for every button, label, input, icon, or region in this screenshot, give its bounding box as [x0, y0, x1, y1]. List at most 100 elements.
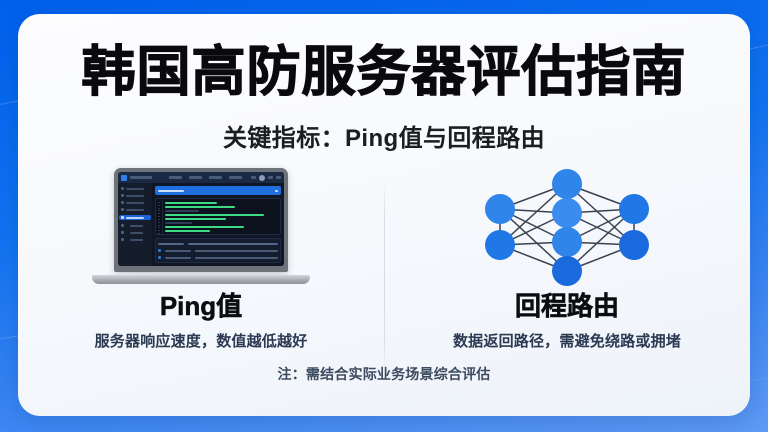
ping-visual [92, 166, 310, 288]
graph-edge [499, 208, 568, 272]
sidebar-item-icon [121, 238, 124, 241]
mock-app-main [152, 183, 284, 266]
app-action-icon[interactable] [251, 176, 256, 179]
console-code-line [165, 226, 245, 228]
mock-result-table [155, 238, 281, 263]
mock-sidebar-item[interactable] [121, 238, 149, 241]
mock-table-cell [158, 242, 184, 245]
sidebar-item-label [126, 216, 144, 219]
sidebar-item-label [126, 208, 144, 211]
graph-node [552, 169, 582, 199]
laptop-screen [118, 172, 284, 266]
mock-table-cell [195, 256, 278, 259]
avatar[interactable] [259, 174, 265, 181]
sidebar-item-label [126, 187, 144, 190]
app-brand-placeholder [130, 176, 152, 179]
app-action-icon[interactable] [268, 176, 273, 179]
app-tab[interactable] [209, 176, 222, 179]
console-code-line [165, 202, 217, 204]
sidebar-item-icon [121, 224, 124, 227]
graph-edge [566, 208, 635, 272]
app-logo-icon [121, 174, 127, 181]
page-title: 韩国高防服务器评估指南 [81, 41, 687, 102]
sidebar-item-icon [121, 231, 124, 234]
graph-nodes [485, 169, 649, 286]
graph-node [619, 230, 649, 260]
mock-table-cell [165, 256, 191, 259]
search-icon[interactable] [275, 189, 278, 192]
column-heading-return-route: 回程路由 [514, 291, 620, 322]
console-line-number [158, 204, 160, 206]
console-code-line [165, 214, 265, 216]
mock-table-cell [188, 242, 278, 245]
laptop-base [92, 275, 310, 284]
app-tab[interactable] [229, 176, 242, 179]
console-code-line [165, 234, 231, 235]
content-card: 韩国高防服务器评估指南 关键指标：Ping值与回程路由 [18, 14, 750, 416]
console-line-number [158, 221, 160, 223]
mock-table-row[interactable] [158, 248, 278, 253]
graph-edge [566, 183, 635, 246]
mock-sidebar-item[interactable] [121, 194, 149, 197]
mock-sidebar-item[interactable] [121, 224, 149, 227]
graph-node [485, 194, 515, 224]
mock-table-row[interactable] [158, 255, 278, 260]
sidebar-item-label [130, 238, 143, 241]
console-code-line [165, 222, 193, 224]
mock-sidebar-item[interactable] [121, 231, 149, 234]
console-line-number [158, 218, 160, 220]
mock-app-body [118, 183, 284, 266]
mock-sidebar-item[interactable] [121, 187, 149, 190]
graph-node [552, 227, 582, 257]
sidebar-item-label [130, 224, 143, 227]
mock-sidebar-item[interactable] [121, 208, 149, 211]
console-line-number [158, 213, 160, 215]
console-code-line [165, 218, 227, 220]
console-code [165, 202, 278, 235]
app-tab[interactable] [189, 176, 202, 179]
mock-app-sidebar [118, 183, 152, 266]
search-placeholder [158, 189, 184, 192]
console-code-line [165, 230, 211, 232]
column-caption-return-route: 数据返回路径，需避免绕路或拥堵 [452, 333, 681, 350]
console-line-number [158, 207, 160, 209]
console-line-number [158, 230, 160, 232]
mock-console [155, 198, 281, 235]
return-route-visual [473, 166, 661, 288]
console-line-number [158, 227, 160, 229]
console-line-number [158, 216, 160, 217]
page-subtitle: 关键指标：Ping值与回程路由 [223, 125, 545, 152]
status-badge [158, 249, 161, 252]
console-line-number [158, 233, 160, 234]
column-ping: Ping值 服务器响应速度，数值越低越好 [18, 166, 384, 372]
graph-node [552, 198, 582, 228]
comparison-columns: Ping值 服务器响应速度，数值越低越好 回程路由 数据返回路径，需避免绕路或拥… [18, 166, 750, 372]
sidebar-item-label [126, 194, 144, 197]
graph-node [552, 256, 582, 286]
column-return-route: 回程路由 数据返回路径，需避免绕路或拥堵 [384, 166, 750, 372]
console-line-number [158, 224, 160, 226]
sidebar-item-icon [121, 187, 124, 190]
mock-table-header [158, 241, 278, 246]
footer-note: 注：需结合实际业务场景综合评估 [277, 366, 491, 382]
console-line-numbers [156, 199, 163, 234]
graph-node [485, 230, 515, 260]
network-node-graph [485, 169, 649, 286]
sidebar-item-icon [121, 216, 124, 219]
console-line-number [158, 202, 160, 203]
sidebar-item-label [126, 201, 144, 204]
app-tab[interactable] [169, 176, 182, 179]
app-action-icon[interactable] [276, 176, 281, 179]
sidebar-item-icon [121, 194, 124, 197]
mock-table-cell [165, 249, 191, 252]
mock-sidebar-item[interactable] [119, 215, 151, 220]
status-badge [158, 256, 161, 259]
column-heading-ping: Ping值 [159, 291, 243, 322]
console-code-line [165, 206, 236, 208]
mock-sidebar-item[interactable] [121, 201, 149, 204]
console-code-line [165, 210, 199, 212]
mock-app-topbar [118, 172, 284, 183]
mock-search-bar[interactable] [155, 186, 281, 195]
sidebar-item-icon [121, 201, 124, 204]
app-tabs [169, 176, 242, 179]
